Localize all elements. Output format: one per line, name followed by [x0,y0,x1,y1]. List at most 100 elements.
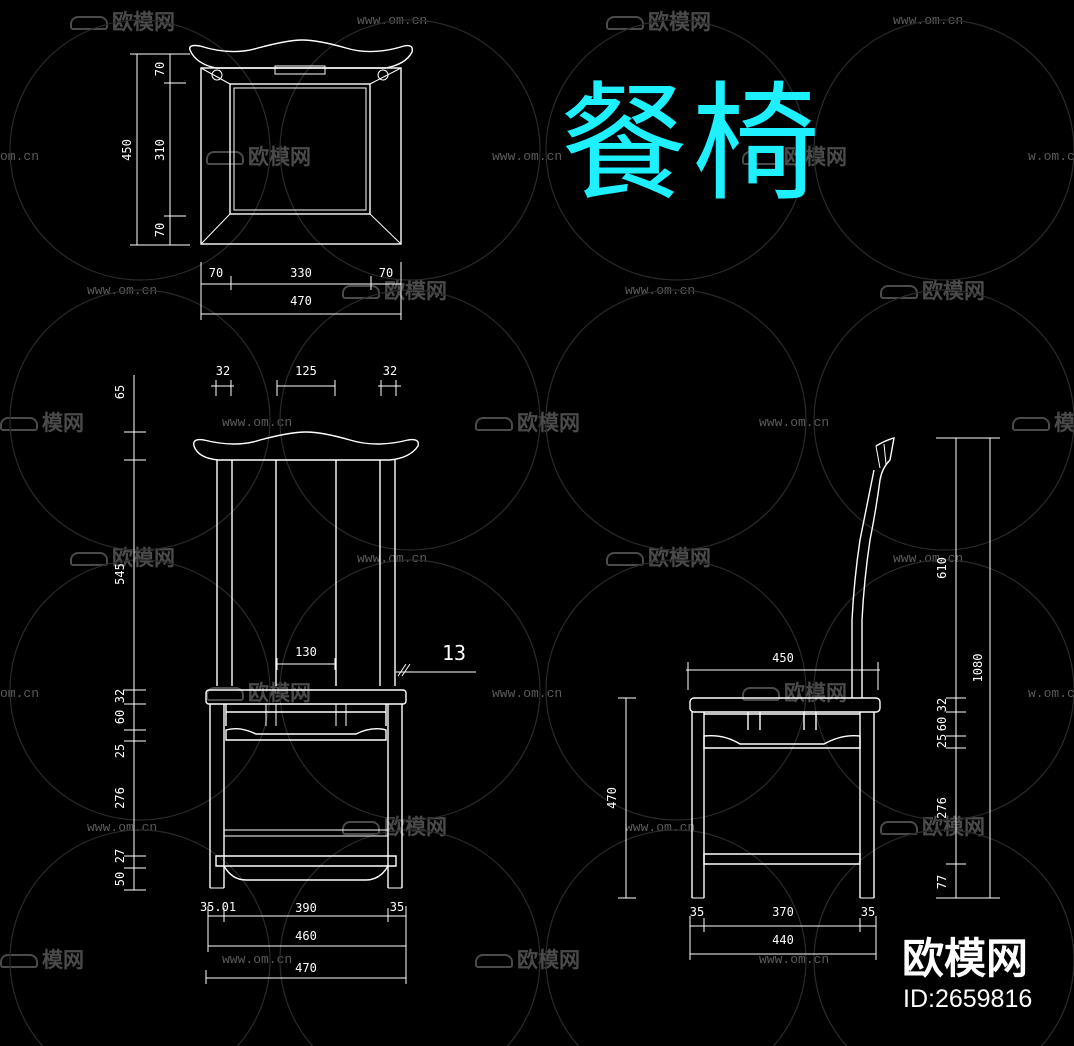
watermark-logo: 模网 [0,411,84,435]
side-view-dim-overall-height: 1080 [971,654,985,683]
front-view-dim-base: 50 [113,872,127,886]
top-view-vertical-dims: 450 70 310 70 [120,53,190,246]
watermark-logo: 欧模网 [742,681,847,705]
front-view-dim-post-right: 32 [383,364,397,378]
top-view: 450 70 310 70 70 330 70 470 [120,39,414,320]
drawing-title: 餐椅 [560,70,825,219]
front-view-post-left [216,460,233,686]
watermark-url: www.om.cn [492,686,563,701]
top-view-dim-middle: 310 [153,139,167,161]
watermark-logo: 欧模网 [475,948,580,972]
top-view-horizontal-dims: 70 330 70 470 [200,262,402,320]
watermark-url: w.om.cn [1028,149,1074,164]
side-view-dim-seat-height: 470 [605,787,619,809]
front-view-top-dims: 32 125 32 [211,364,401,396]
top-view-dim-top: 70 [153,62,167,76]
watermark-arcs [9,19,1074,1046]
side-view-lower-stretcher [703,853,861,865]
top-view-seat-panel [229,83,371,215]
top-view-dim-total-width: 470 [290,294,312,308]
front-view-dim-leg: 276 [113,787,127,809]
front-view-dim-leg-span: 390 [295,901,317,915]
watermark-url: www.om.cn [87,820,158,835]
watermark-url: www.om.cn [625,820,696,835]
side-view-dim-back: 610 [935,557,949,579]
side-view-dim-seat-depth: 450 [772,651,794,665]
watermark-url: www.om.cn [87,283,158,298]
front-view-dim-stretcher: 25 [113,744,127,758]
side-view-dim-apron: 60 [935,717,949,731]
front-view-bottom-apron [223,865,389,881]
watermark-url: www.om.cn [759,952,830,967]
top-view-seat-panel-inner [233,87,367,211]
front-view-dim-apron: 60 [113,710,127,724]
front-view-dim-splat-top: 125 [295,364,317,378]
front-view-dim-footrest: 27 [113,849,127,863]
watermark-url: www.om.cn [759,415,830,430]
watermark-url: www.om.cn [222,415,293,430]
side-view-legs [691,712,875,898]
side-view-dim-leg-left: 35 [690,905,704,919]
watermark-logo: 欧模网 [742,145,847,169]
side-view-seat-height-dim: 470 [605,697,636,899]
top-view-dim-total-height: 450 [120,139,134,161]
front-view-legs [209,704,403,888]
side-view-apron [704,712,860,730]
side-view-back-post [851,437,895,698]
front-view-dim-seat-thickness: 32 [113,689,127,703]
front-view-dim-leg-right: 35 [390,900,404,914]
side-view-stretcher [703,734,861,749]
side-view-right-dims: 610 32 25 60 276 77 1080 [935,437,1000,899]
side-view-dim-base: 77 [935,875,949,889]
top-view-splat [274,65,326,75]
side-view-seat [689,697,881,713]
side-view: 450 470 610 32 2 [605,437,1000,960]
front-view: 32 125 32 65 545 32 60 25 [113,364,476,984]
top-view-crest-rail [189,39,414,69]
front-view-left-dims: 65 545 32 60 25 276 27 50 [113,375,146,891]
watermark-url: www.om.cn [492,149,563,164]
front-view-dim-splat: 130 [295,645,317,659]
front-view-bottom-dims: 35.01 390 35 460 470 [200,900,407,984]
side-view-dim-stretcher: 25 [935,734,949,748]
front-view-inner-dims: 130 13 [276,641,476,677]
top-view-dim-bottom: 70 [153,223,167,237]
model-id: ID:2659816 [903,985,1033,1013]
watermark-url: www.om.cn [357,551,428,566]
top-view-dim-center: 330 [290,266,312,280]
watermark-logo: 欧模网 [475,411,580,435]
front-view-dim-crest: 65 [113,385,127,399]
side-view-seat-depth-dim: 450 [686,651,880,690]
top-view-dim-right: 70 [379,266,393,280]
front-view-splat [275,460,337,686]
watermark-logo: 模网 [1012,411,1074,435]
front-view-leader-13: 13 [442,641,466,665]
side-view-dim-seat-thickness: 32 [935,698,949,712]
side-view-bottom-dims: 35 370 35 440 [689,905,877,960]
watermark-url: w.om.cn [1028,686,1074,701]
side-view-dim-leg: 276 [935,797,949,819]
front-view-dim-post-left: 32 [216,364,230,378]
top-view-seat-outer [200,67,402,245]
top-view-post-left [211,69,223,81]
watermark-logo: 模网 [0,948,84,972]
front-view-footrest [215,855,397,867]
watermark-url: www.om.cn [357,13,428,28]
front-view-seat [205,689,407,705]
front-view-dim-total-width: 470 [295,961,317,975]
front-view-crest-rail [193,431,419,461]
front-view-apron [225,704,387,726]
front-view-dim-back-height: 545 [113,563,127,585]
front-view-dim-inner-total: 460 [295,929,317,943]
front-view-post-right [379,460,396,686]
side-view-dim-total-depth: 440 [772,933,794,947]
side-view-dim-leg-span: 370 [772,905,794,919]
side-view-dim-leg-right: 35 [861,905,875,919]
front-view-stretcher [225,727,387,741]
watermark-url: www.om.cn [893,551,964,566]
front-view-lower-stretcher [224,829,388,837]
front-view-dim-leg-left: 35.01 [200,900,236,914]
top-view-dim-left: 70 [209,266,223,280]
